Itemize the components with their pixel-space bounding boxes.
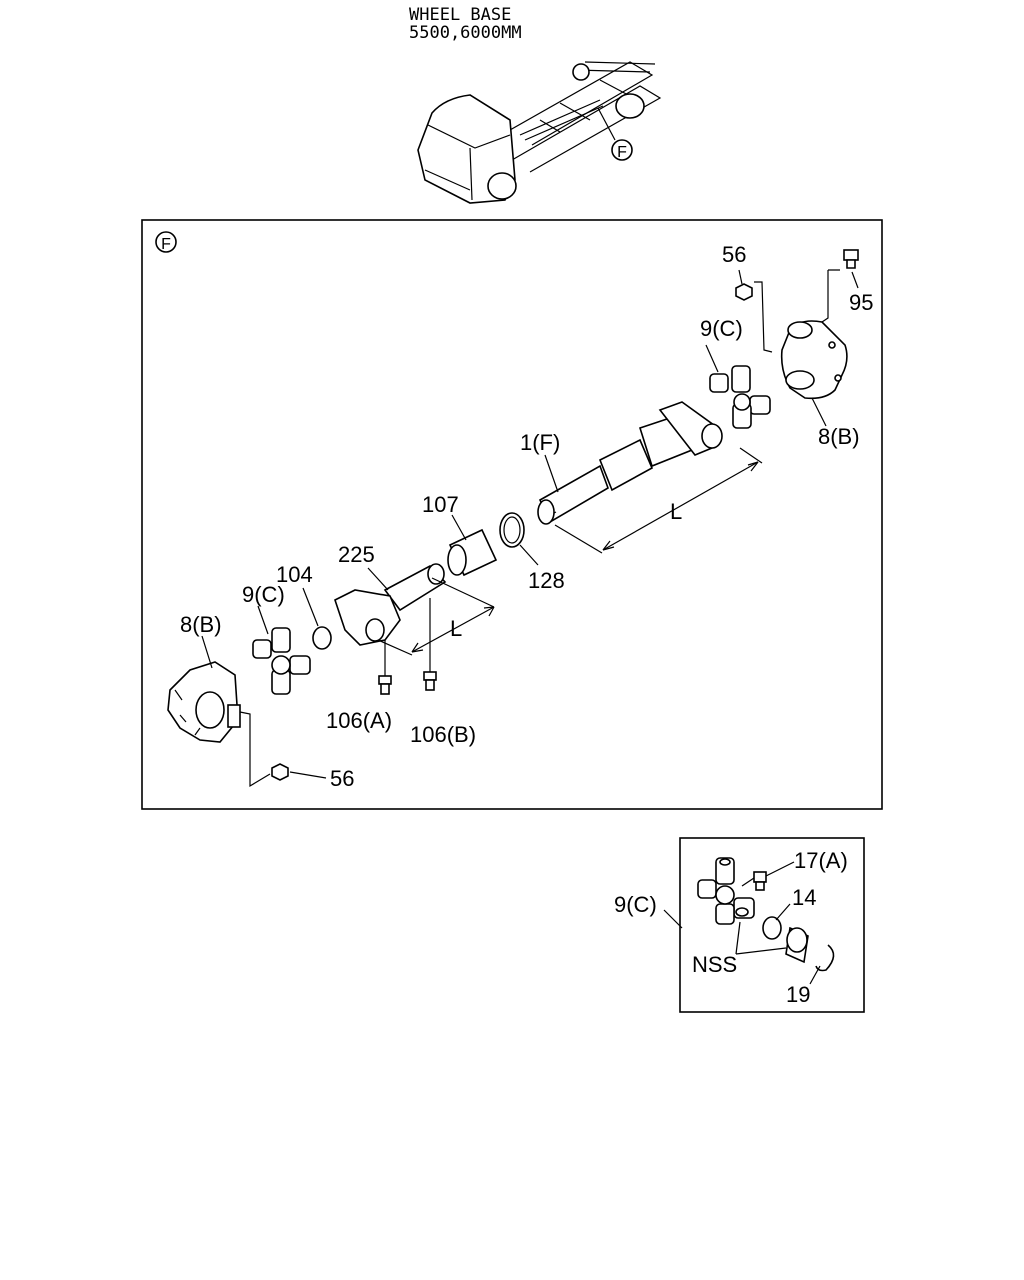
main-shaft [537, 401, 723, 525]
nut-top [735, 283, 753, 301]
label-ring: 128 [528, 568, 565, 593]
length-dim-lower [377, 577, 495, 656]
view-marker-circle [155, 231, 177, 253]
callout-letter: F [617, 144, 627, 161]
view-marker-letter: F [161, 236, 171, 253]
label-nut-top: 56 [722, 242, 746, 267]
spider-top [709, 365, 771, 429]
bolt-top [821, 249, 859, 323]
slip-yoke [334, 563, 447, 646]
label-bolt-top: 95 [849, 290, 873, 315]
header-subtitle: 5500,6000MM [409, 23, 522, 43]
label-length-lower: L [450, 616, 462, 641]
bushing [447, 528, 498, 577]
label-slip-yoke: 225 [338, 542, 375, 567]
label-yoke-left: 8(B) [180, 612, 222, 637]
inset-snap-ring [815, 944, 835, 972]
flange-yoke-top [780, 320, 848, 400]
callout-circle [611, 139, 633, 161]
label-spider-top: 9(C) [700, 316, 743, 341]
label-bushing: 107 [422, 492, 459, 517]
truck-overview: F [417, 61, 662, 204]
inset-leaders [663, 861, 821, 985]
dust-seal [312, 626, 332, 650]
inset-bearing-cup [785, 926, 809, 964]
flange-yoke-left [167, 661, 241, 743]
inset-label-assembly: 9(C) [614, 892, 657, 917]
length-dim-upper [554, 447, 763, 554]
label-yoke-top: 8(B) [818, 424, 860, 449]
label-length-upper: L [670, 499, 682, 524]
label-spider-left: 9(C) [242, 582, 285, 607]
grease-fitting-b [423, 598, 437, 691]
inset-grease-nipple [741, 871, 767, 891]
inset-label-nipple: 17(A) [794, 848, 848, 873]
header-title: WHEEL BASE [409, 5, 511, 25]
label-seal: 104 [276, 562, 313, 587]
main-panel-frame [141, 219, 883, 810]
inset-panel-frame [679, 837, 865, 1013]
inset-seal [762, 916, 782, 940]
label-nut-bottom: 56 [330, 766, 354, 791]
inset-label-nss: NSS [692, 952, 737, 977]
grease-fitting-a [378, 640, 392, 695]
leader-lines [201, 269, 859, 779]
inset-label-snap-ring: 19 [786, 982, 810, 1007]
label-grease-b: 106(B) [410, 722, 476, 747]
spider-left [252, 627, 311, 695]
label-shaft: 1(F) [520, 430, 560, 455]
label-grease-a: 106(A) [326, 708, 392, 733]
inset-label-seal: 14 [792, 885, 816, 910]
nut-bottom [271, 763, 289, 781]
inset-spider [697, 857, 755, 925]
